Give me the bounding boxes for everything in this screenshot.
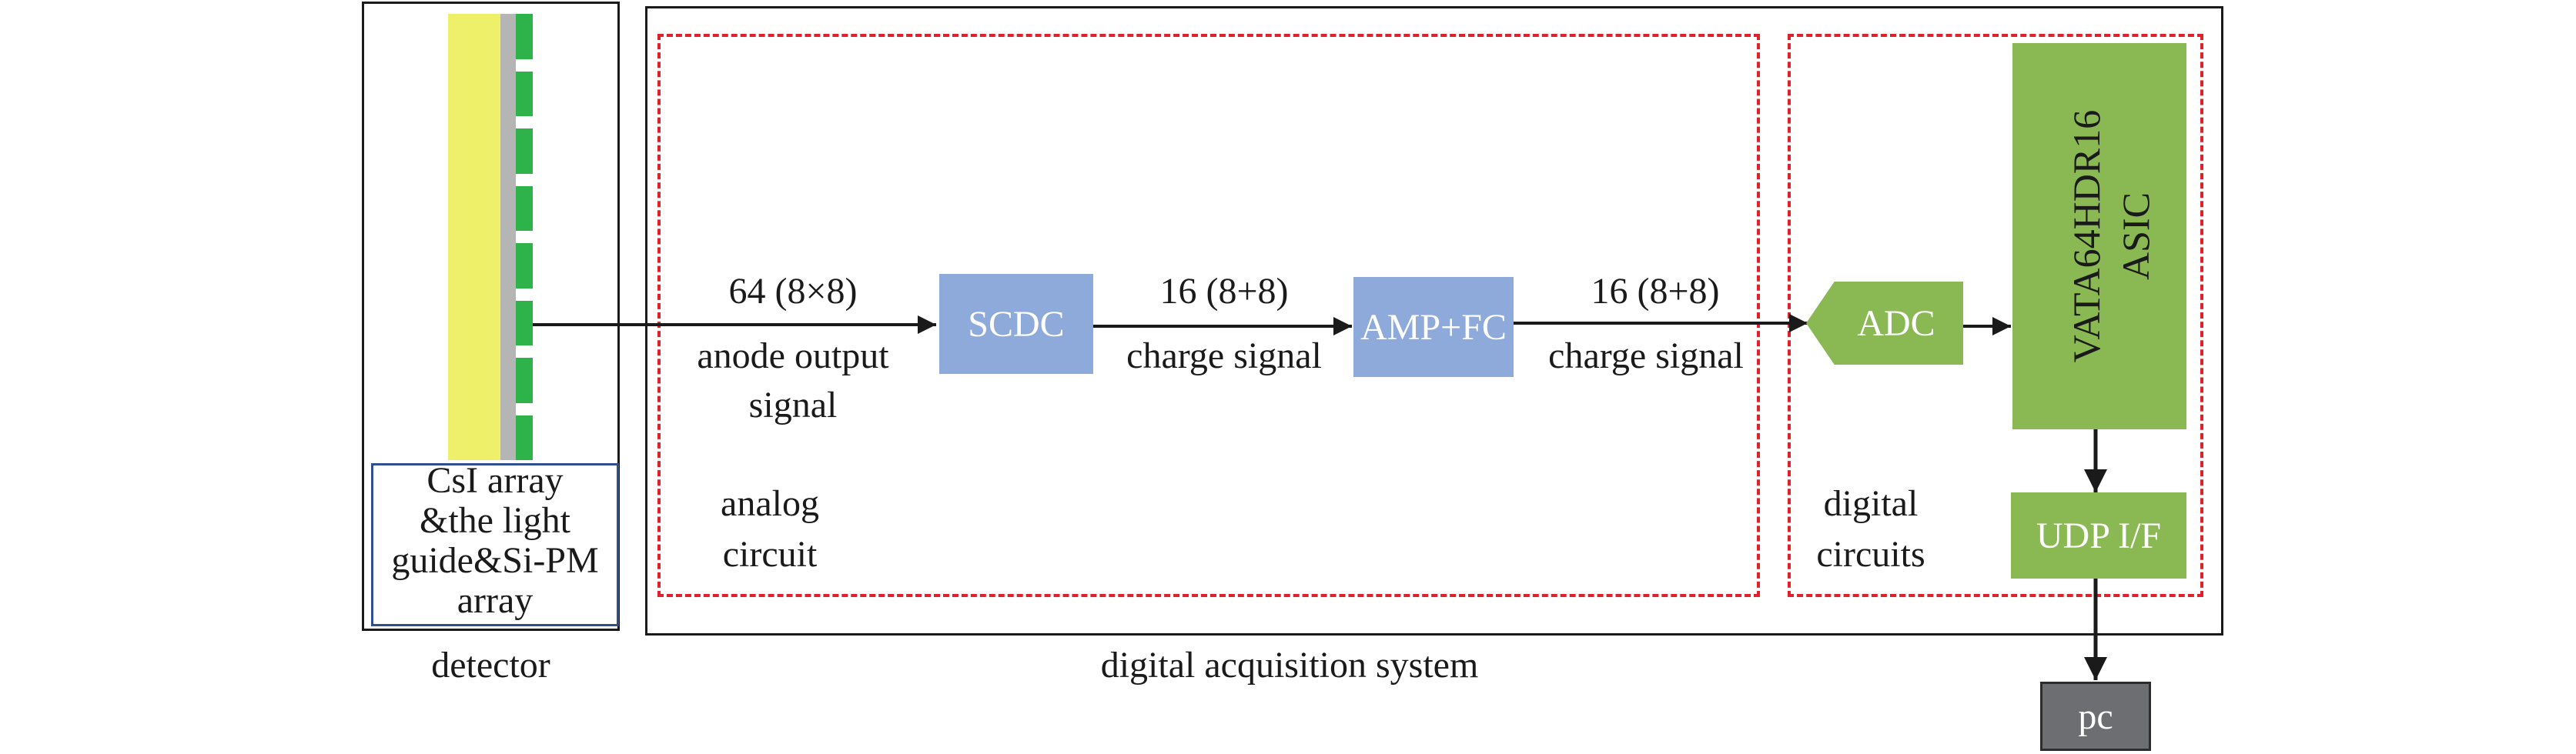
- sipm-pixel: [516, 415, 533, 460]
- detector-caption-box: [371, 463, 619, 626]
- sipm-pixel: [516, 243, 533, 289]
- sipm-pixel: [516, 128, 533, 174]
- sipm-pixel: [516, 358, 533, 403]
- sipm-pixel: [516, 71, 533, 116]
- anode-count-label: 64 (8×8): [728, 271, 858, 312]
- detector-caption-line-2: &the light: [420, 500, 570, 541]
- asic-label-line-2: ASIC: [2114, 192, 2157, 280]
- asic-label-line-1: VATA64HDR16: [2065, 109, 2108, 363]
- sipm-pixel: [516, 14, 533, 59]
- amp-fc-block: AMP+FC: [1353, 277, 1514, 377]
- digital-label-line-2: circuits: [1816, 534, 1925, 575]
- detector-caption-line-4: array: [457, 580, 534, 621]
- csi-crystal: [448, 14, 500, 460]
- scdc-block: SCDC: [939, 274, 1093, 374]
- anode-text-line-1: anode output: [697, 335, 889, 376]
- pc-block: pc: [2040, 682, 2151, 751]
- digital-label-line-1: digital: [1823, 483, 1919, 524]
- system-label: digital acquisition system: [1100, 645, 1479, 686]
- udp-if-block: UDP I/F: [2011, 492, 2186, 579]
- asic-block: [2012, 43, 2186, 429]
- analog-label-line-1: analog: [721, 483, 819, 524]
- sipm-array: [516, 14, 533, 460]
- adc-block: ADC: [1806, 282, 1963, 365]
- anode-text-line-2: signal: [748, 385, 838, 425]
- detector-caption-line-1: CsI array: [427, 460, 564, 501]
- scdc-output-label: charge signal: [1126, 335, 1322, 376]
- sipm-pixel: [516, 300, 533, 345]
- amp-output-label: charge signal: [1548, 335, 1744, 376]
- scdc-count-label: 16 (8+8): [1159, 271, 1289, 312]
- detector-caption-line-3: guide&Si-PM: [391, 540, 599, 581]
- acquisition-system-frame: [645, 6, 2223, 636]
- analog-circuit-region: [657, 34, 1760, 597]
- detector-label: detector: [431, 645, 550, 686]
- analog-label-line-2: circuit: [722, 534, 818, 575]
- detector-frame: [362, 2, 620, 631]
- light-guide: [500, 14, 516, 460]
- sipm-pixel: [516, 185, 533, 231]
- amp-count-label: 16 (8+8): [1591, 271, 1720, 312]
